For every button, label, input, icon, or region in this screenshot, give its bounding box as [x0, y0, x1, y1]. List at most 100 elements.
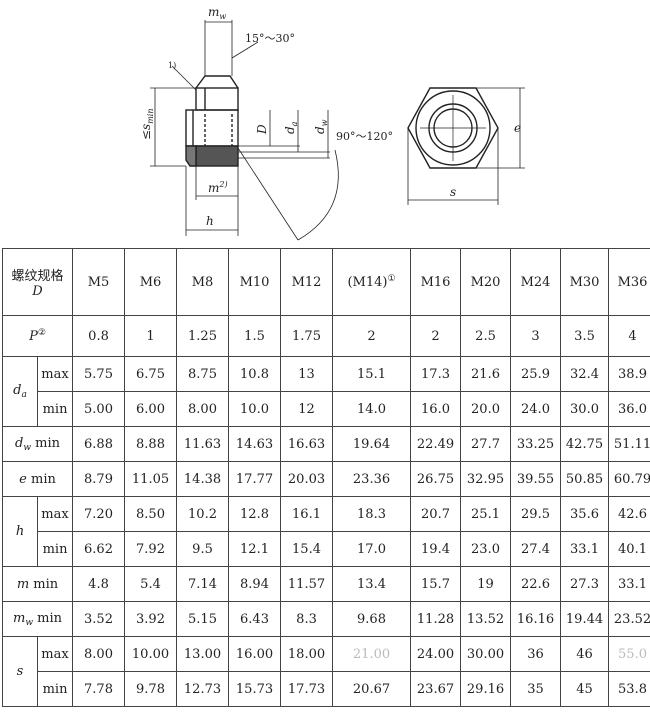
value-cell: 13.4	[332, 566, 412, 602]
value-cell: 21.6	[460, 356, 512, 392]
row-label-mw: mw min	[1, 601, 74, 637]
row-label-s: s	[2, 636, 38, 707]
value-cell: 8.3	[280, 601, 334, 637]
symbol-sub: w	[25, 617, 34, 628]
value-cell: 14.0	[332, 391, 412, 427]
value-cell: 12.1	[228, 531, 282, 567]
value-cell: 4.8	[72, 566, 126, 602]
value-cell: 20.03	[280, 461, 334, 497]
value-cell: 53.8	[608, 671, 650, 707]
value-cell: 10.8	[228, 356, 282, 392]
symbol: P	[29, 329, 38, 344]
value-cell: 29.16	[460, 671, 512, 707]
size-header: M30	[560, 248, 610, 316]
value-cell: 19.44	[560, 601, 610, 637]
size-label: M10	[239, 274, 270, 290]
value-cell: 2.5	[460, 315, 512, 357]
label-h: h	[206, 214, 214, 228]
value-cell: 33.25	[510, 426, 562, 462]
value-cell: 7.78	[72, 671, 126, 707]
value-cell: 7.20	[72, 496, 126, 532]
symbol: e	[19, 471, 27, 487]
size-header: (M14)①	[332, 248, 412, 316]
value-cell: 5.75	[72, 356, 126, 392]
value-cell: 3.5	[560, 315, 610, 357]
value-cell: 27.7	[460, 426, 512, 462]
value-cell: 20.0	[460, 391, 512, 427]
size-label: M16	[420, 274, 451, 290]
value-cell: 51.11	[608, 426, 650, 462]
value-cell: 7.14	[176, 566, 230, 602]
spec-label-line1: 螺纹规格	[11, 269, 64, 284]
value-cell: 18.00	[280, 636, 334, 672]
size-header: M16	[410, 248, 462, 316]
value-cell: 15.7	[410, 566, 462, 602]
value-cell: 20.67	[332, 671, 412, 707]
value-cell: 8.00	[176, 391, 230, 427]
side-view	[150, 20, 339, 241]
value-cell: 32.95	[460, 461, 512, 497]
label-suffix: min	[26, 471, 56, 487]
value-cell: 23.36	[332, 461, 412, 497]
value-cell: 6.00	[124, 391, 178, 427]
label-suffix: min	[31, 435, 61, 451]
label-s: s	[450, 185, 456, 199]
value-cell: 12.73	[176, 671, 230, 707]
value-cell: 8.75	[176, 356, 230, 392]
value-cell: 8.88	[124, 426, 178, 462]
value-cell: 11.28	[410, 601, 462, 637]
value-cell: 30.00	[460, 636, 512, 672]
value-cell: 5.15	[176, 601, 230, 637]
value-cell: 16.16	[510, 601, 562, 637]
value-cell: 17.0	[332, 531, 412, 567]
size-header: M8	[176, 248, 230, 316]
value-cell: 35.6	[560, 496, 610, 532]
value-cell: 40.1	[608, 531, 650, 567]
value-cell: 10.00	[124, 636, 178, 672]
label-angle-top: 15°～30°	[245, 32, 295, 45]
value-cell: 50.85	[560, 461, 610, 497]
value-cell: 10.0	[228, 391, 282, 427]
symbol: h	[15, 524, 25, 539]
value-cell: 8.50	[124, 496, 178, 532]
value-cell: 4	[608, 315, 650, 357]
value-cell: 14.63	[228, 426, 282, 462]
value-cell: 26.75	[410, 461, 462, 497]
value-cell: 8.79	[72, 461, 126, 497]
symbol: m	[16, 576, 30, 592]
value-cell: 10.2	[176, 496, 230, 532]
row-label-e: e min	[1, 461, 74, 497]
label-smin: ≤smin	[139, 108, 155, 140]
size-label: M5	[87, 274, 110, 290]
minmax-label: max	[36, 496, 74, 532]
size-header: M12	[280, 248, 334, 316]
minmax-label: min	[36, 531, 74, 567]
value-cell: 33.1	[560, 531, 610, 567]
minmax-label: max	[36, 636, 74, 672]
value-cell: 33.1	[608, 566, 650, 602]
value-cell: 38.9	[608, 356, 650, 392]
top-view	[407, 87, 525, 205]
label-mw: mw	[208, 5, 226, 21]
value-cell: 27.3	[560, 566, 610, 602]
value-cell: 23.0	[460, 531, 512, 567]
value-cell: 36	[510, 636, 562, 672]
value-cell: 1.5	[228, 315, 282, 357]
size-label: M6	[139, 274, 162, 290]
value-cell: 11.57	[280, 566, 334, 602]
size-label: M20	[470, 274, 501, 290]
value-cell: 19	[460, 566, 512, 602]
value-cell: 42.6	[608, 496, 650, 532]
value-cell: 6.75	[124, 356, 178, 392]
value-cell: 23.67	[410, 671, 462, 707]
value-cell: 13.00	[176, 636, 230, 672]
size-header: M20	[460, 248, 512, 316]
value-cell: 29.5	[510, 496, 562, 532]
row-label-da: da	[2, 356, 38, 427]
value-cell: 22.49	[410, 426, 462, 462]
